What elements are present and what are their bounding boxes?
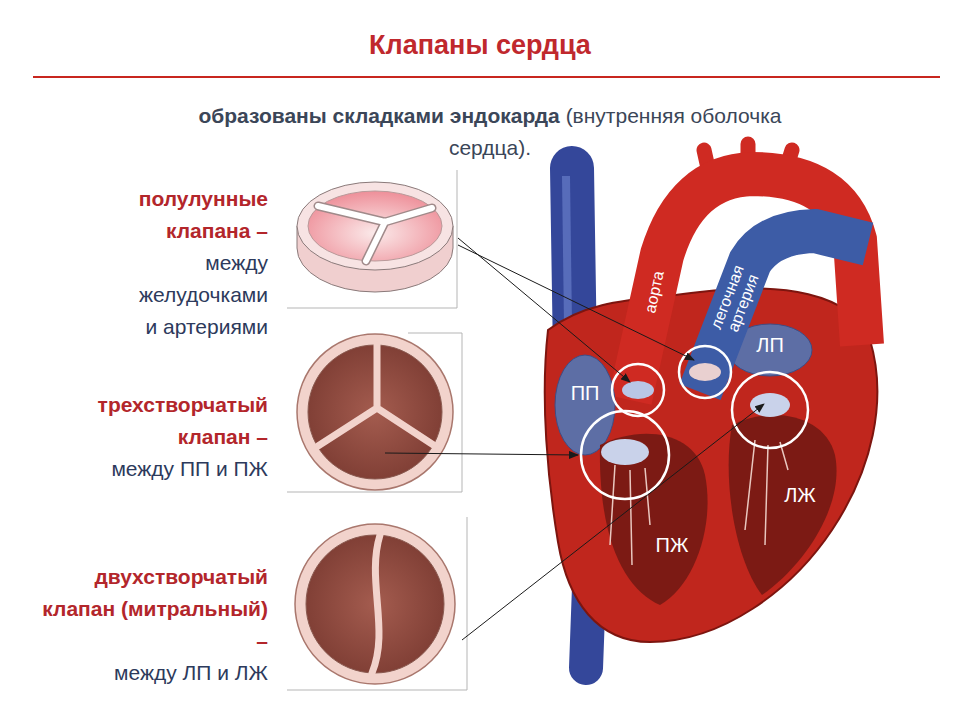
valve-leaflets (306, 535, 444, 673)
tricuspid-valve-picture (287, 333, 462, 492)
valve-name: двухстворчатый клапан (митральный) – (28, 561, 268, 657)
semilunar-valve-picture (287, 170, 457, 308)
leader-line (385, 453, 578, 455)
chamber-label: ЛЖ (784, 484, 816, 507)
cusp-seam (318, 206, 432, 261)
highlight-circle (581, 411, 669, 499)
highlight-circle (612, 364, 664, 416)
left-ventricle (729, 415, 837, 595)
leaflet-gap (318, 345, 435, 446)
highlight-circle (732, 372, 808, 448)
chamber-label: ПП (571, 382, 600, 405)
chamber-label: ЛП (756, 334, 784, 357)
picture-frame (287, 517, 467, 690)
chamber-label: ПЖ (656, 534, 689, 557)
valve-cusps (308, 191, 442, 261)
highlight-circle (679, 346, 731, 398)
valve-leaflets (308, 345, 442, 479)
picture-frame (287, 170, 457, 308)
subtitle: образованы складками эндокарда(внутрення… (180, 100, 800, 164)
valve-description: двухстворчатый клапан (митральный) –межд… (28, 561, 268, 691)
valve-name: трехстворчатый клапан – (28, 389, 268, 453)
valve-location: между ПП и ПЖ (28, 453, 268, 485)
valve-mark (601, 439, 649, 465)
chordae-tendineae (610, 465, 650, 565)
heart-illustration (545, 144, 878, 668)
valve-description: трехстворчатый клапан –между ПП и ПЖ (28, 389, 268, 487)
subtitle-text: образованы складками эндокарда (198, 104, 559, 127)
right-atrium (555, 355, 615, 455)
valve-ring (295, 524, 455, 684)
chordae-tendineae (745, 440, 788, 545)
cusp-seam (318, 206, 432, 261)
aorta (630, 174, 862, 400)
picture-frame (287, 333, 462, 492)
valve-mark (750, 393, 790, 417)
valve-ring (297, 334, 453, 490)
valve-mark (689, 363, 721, 381)
valve-name: полулунные клапана – (128, 183, 268, 247)
leader-lines (385, 238, 764, 640)
leader-line (458, 245, 694, 360)
mitral-valve-picture (287, 517, 467, 690)
leaflet-gap (372, 535, 380, 673)
page-title: Клапаны сердца (0, 30, 960, 61)
leader-line (462, 404, 764, 640)
valve-location: между желудочками и артериями (128, 247, 268, 343)
pulmonary-artery (700, 231, 868, 392)
title-rule (33, 76, 940, 78)
valve-mark (622, 381, 654, 399)
valve-description: полулунные клапана –между желудочками и … (128, 183, 268, 345)
leader-line (458, 238, 630, 382)
valve-location: между ЛП и ЛЖ (28, 657, 268, 689)
valve-ring-top (297, 182, 453, 270)
